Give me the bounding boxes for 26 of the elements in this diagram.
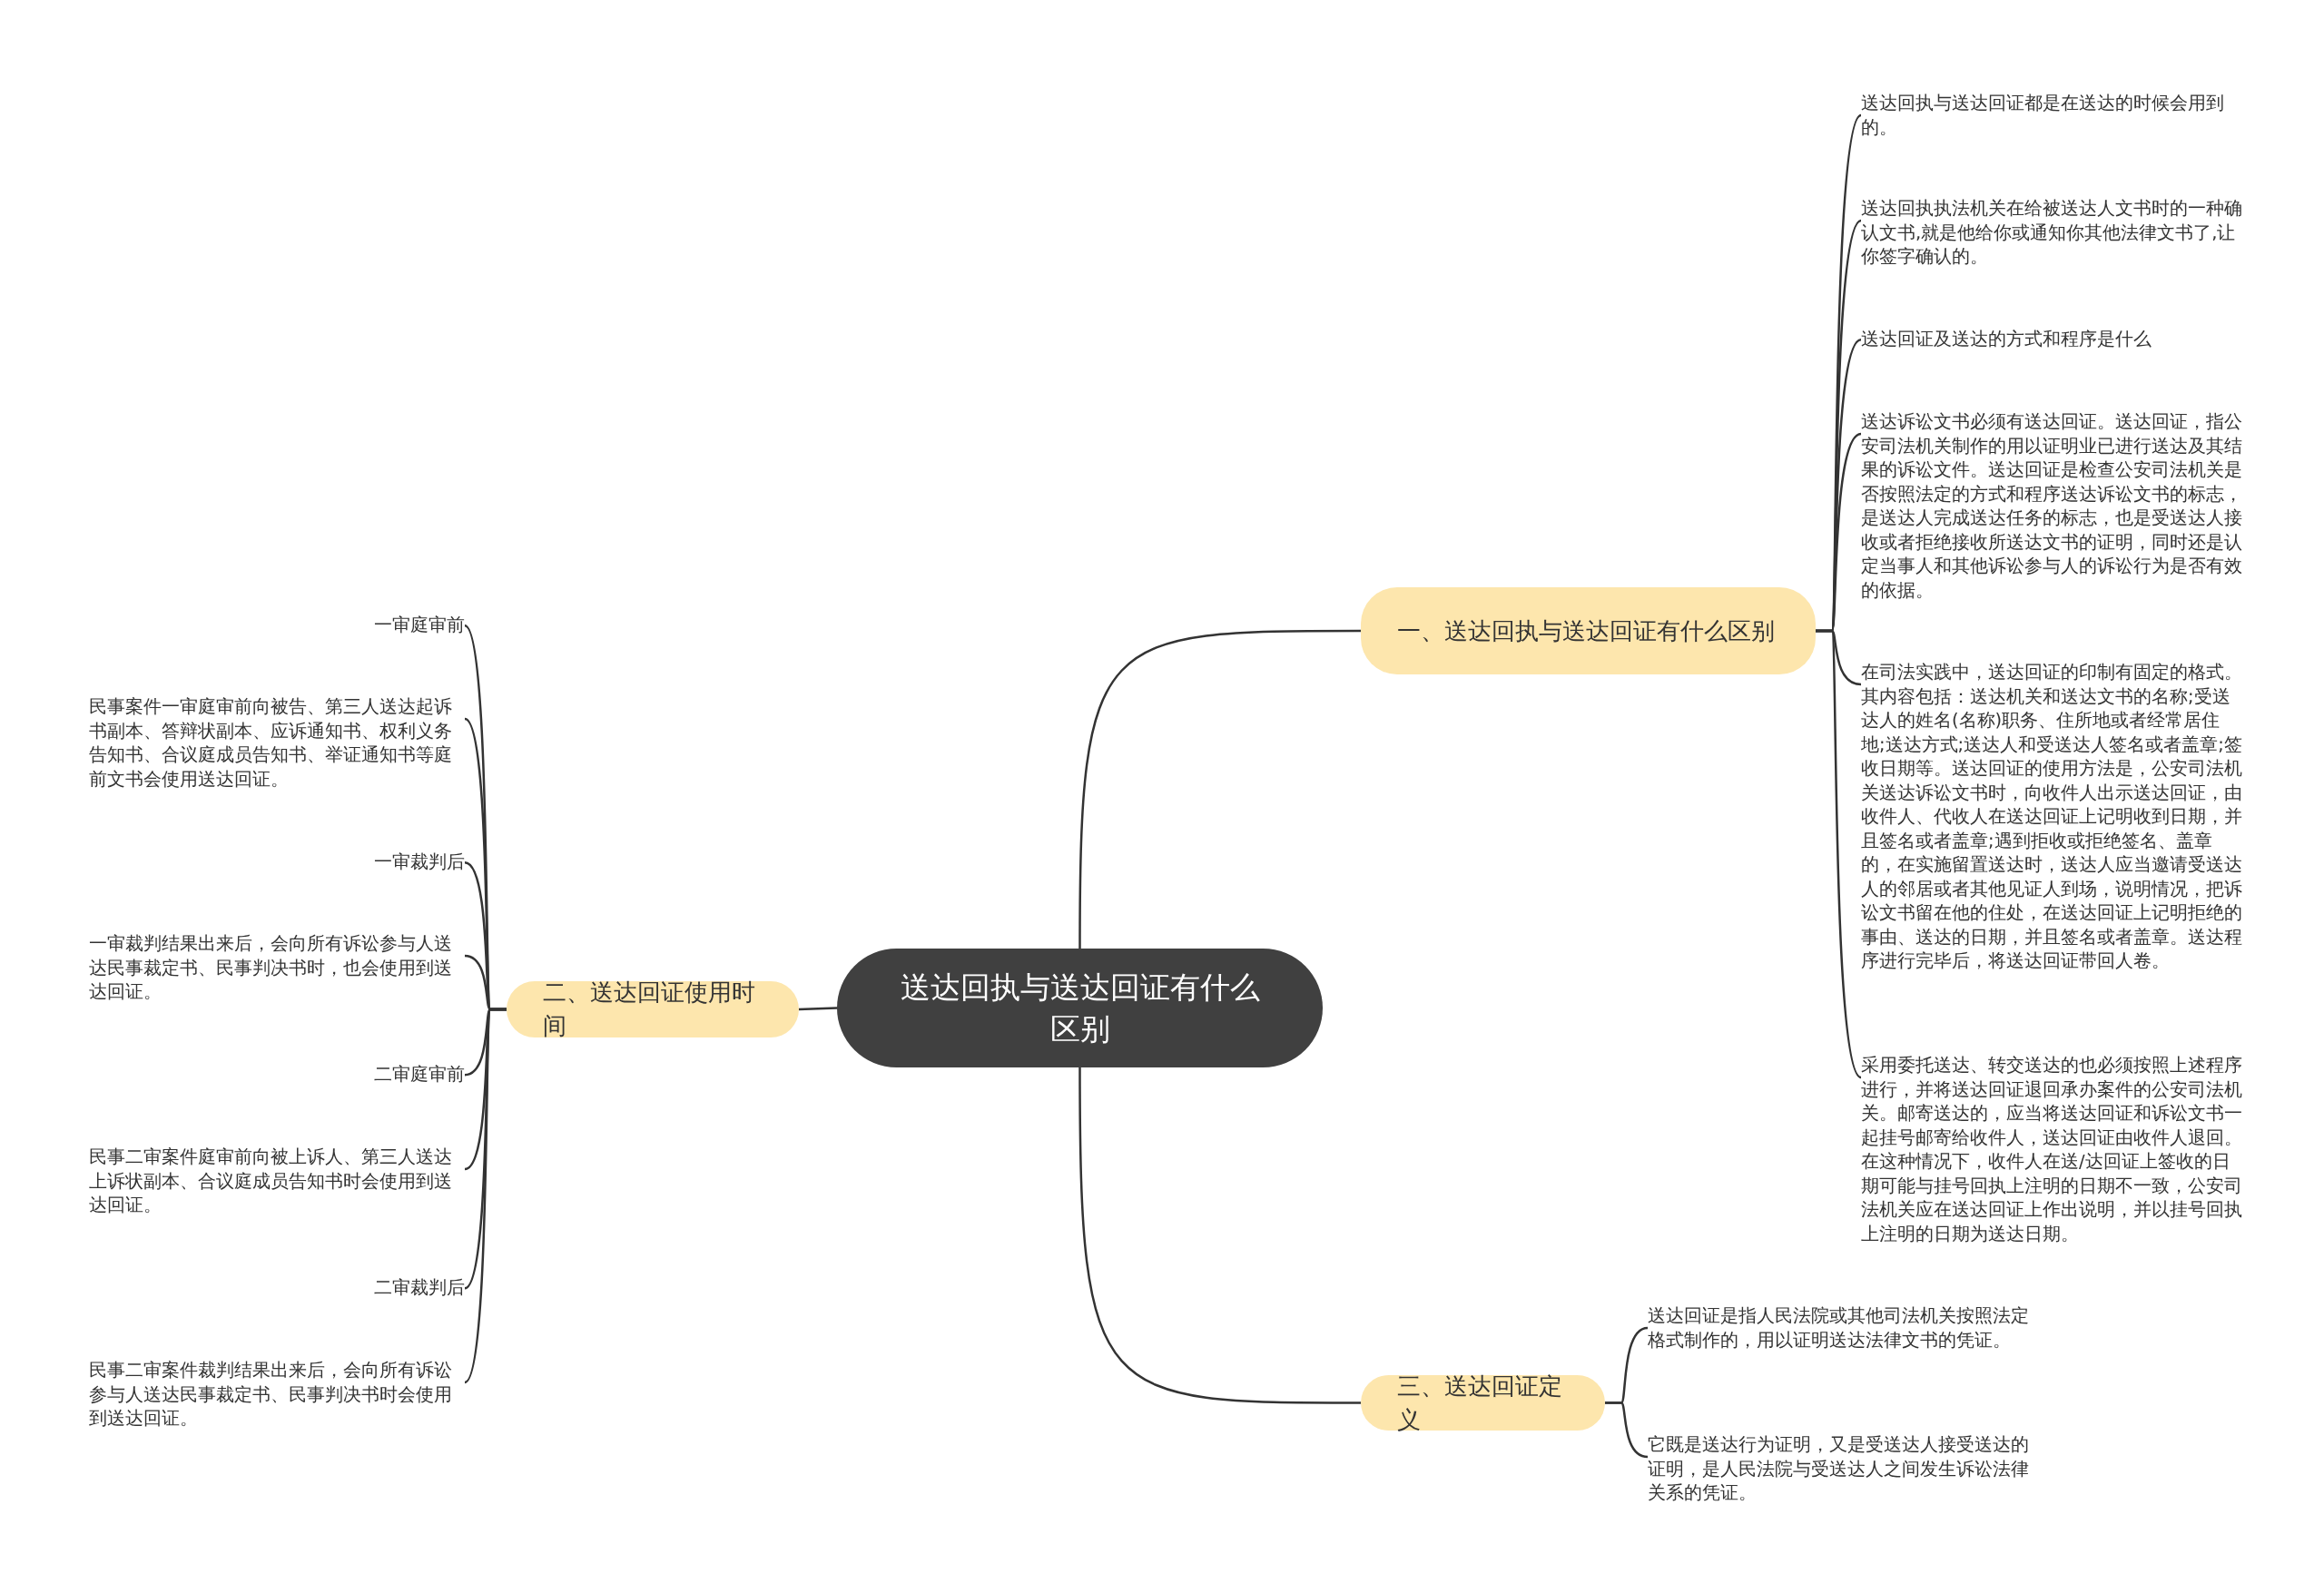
connector-line xyxy=(1078,629,1361,949)
leaf-text: 在司法实践中，送达回证的印制有固定的格式。其内容包括：送达机关和送达文书的名称;受送达人的姓名(名称)职务、住所地或者经常居住地;送达方式;送达人和受送达人签名或者盖章;签收日期等。送达回证的使用方法是，公安司法机关送达诉讼文书时，向收件人出示送达回证，由收件人、代收人在送达回证上记明收到日期，并且签名或者盖章;遇到拒收或拒绝签名、盖章的，在实施留置送达时，送达人应当邀请受送达人的邻居或者其他见证人到场，说明情况，把诉讼文书留在他的住处，在送达回证上记明拒绝的事由、送达的日期，并且签名或者盖章。送达程序进行完毕后，将送达回证带回人卷。 xyxy=(1861,661,2242,974)
leaf-text: 二审裁判后 xyxy=(89,1276,465,1301)
leaf-text: 一审裁判后 xyxy=(89,851,465,875)
leaf-text: 送达回执执法机关在给被送达人文书时的一种确认文书,就是他给你或通知你其他法律文书了,让你签字确认的。 xyxy=(1861,197,2242,270)
leaf-text: 送达回证及送达的方式和程序是什么 xyxy=(1861,328,2242,352)
central-topic: 送达回执与送达回证有什么区别 xyxy=(837,949,1323,1067)
connector-line xyxy=(1605,1401,1649,1459)
topic-pill: 二、送达回证使用时间 xyxy=(507,981,799,1037)
leaf-text: 送达回执与送达回证都是在送达的时候会用到的。 xyxy=(1861,92,2242,140)
connector-line xyxy=(798,1007,838,1011)
leaf-text: 一审裁判结果出来后，会向所有诉讼参与人送达民事裁定书、民事判决书时，也会使用到送达回证。 xyxy=(89,932,465,1005)
leaf-text: 采用委托送达、转交送达的也必须按照上述程序进行，并将送达回证退回承办案件的公安司法机关。邮寄送达的，应当将送达回证和诉讼文书一起挂号邮寄给收件人，送达回证由收件人退回。在这种情况下，收件人在送/达回证上签收的日期可能与挂号回执上注明的日期不一致，公安司法机关应在送达回证上作出说明，并以挂号回执上注明的日期为送达日期。 xyxy=(1861,1054,2242,1246)
leaf-text: 二审庭审前 xyxy=(89,1063,465,1087)
leaf-text: 一审庭审前 xyxy=(89,614,465,638)
topic-pill: 三、送达回证定义 xyxy=(1361,1375,1605,1431)
leaf-text: 送达诉讼文书必须有送达回证。送达回证，指公安司法机关制作的用以证明业已进行送达及其结果的诉讼文件。送达回证是检查公安司法机关是否按照法定的方式和程序送达诉讼文书的标志，是送达人完成送达任务的标志，也是受送达人接收或者拒绝接收所送达文书的证明，同时还是认定当事人和其他诉讼参与人的诉讼行为是否有效的依据。 xyxy=(1861,410,2242,603)
connector-line xyxy=(1816,629,1862,1078)
leaf-text: 民事案件一审庭审前向被告、第三人送达起诉书副本、答辩状副本、应诉通知书、权利义务告知书、合议庭成员告知书、举证通知书等庭前文书会使用送达回证。 xyxy=(89,695,465,792)
connector-line xyxy=(1078,1067,1361,1404)
leaf-text: 民事二审案件庭审前向被上诉人、第三人送达上诉状副本、合议庭成员告知书时会使用到送达回证。 xyxy=(89,1146,465,1218)
leaf-text: 它既是送达行为证明，又是受送达人接受送达的证明，是人民法院与受送达人之间发生诉讼法律关系的凭证。 xyxy=(1648,1433,2029,1506)
leaf-text: 送达回证是指人民法院或其他司法机关按照法定格式制作的，用以证明送达法律文书的凭证。 xyxy=(1648,1304,2029,1352)
topic-pill: 一、送达回执与送达回证有什么区别 xyxy=(1361,587,1816,674)
connector-line xyxy=(464,1008,507,1383)
leaf-text: 民事二审案件裁判结果出来后，会向所有诉讼参与人送达民事裁定书、民事判决书时会使用到送达回证。 xyxy=(89,1359,465,1431)
